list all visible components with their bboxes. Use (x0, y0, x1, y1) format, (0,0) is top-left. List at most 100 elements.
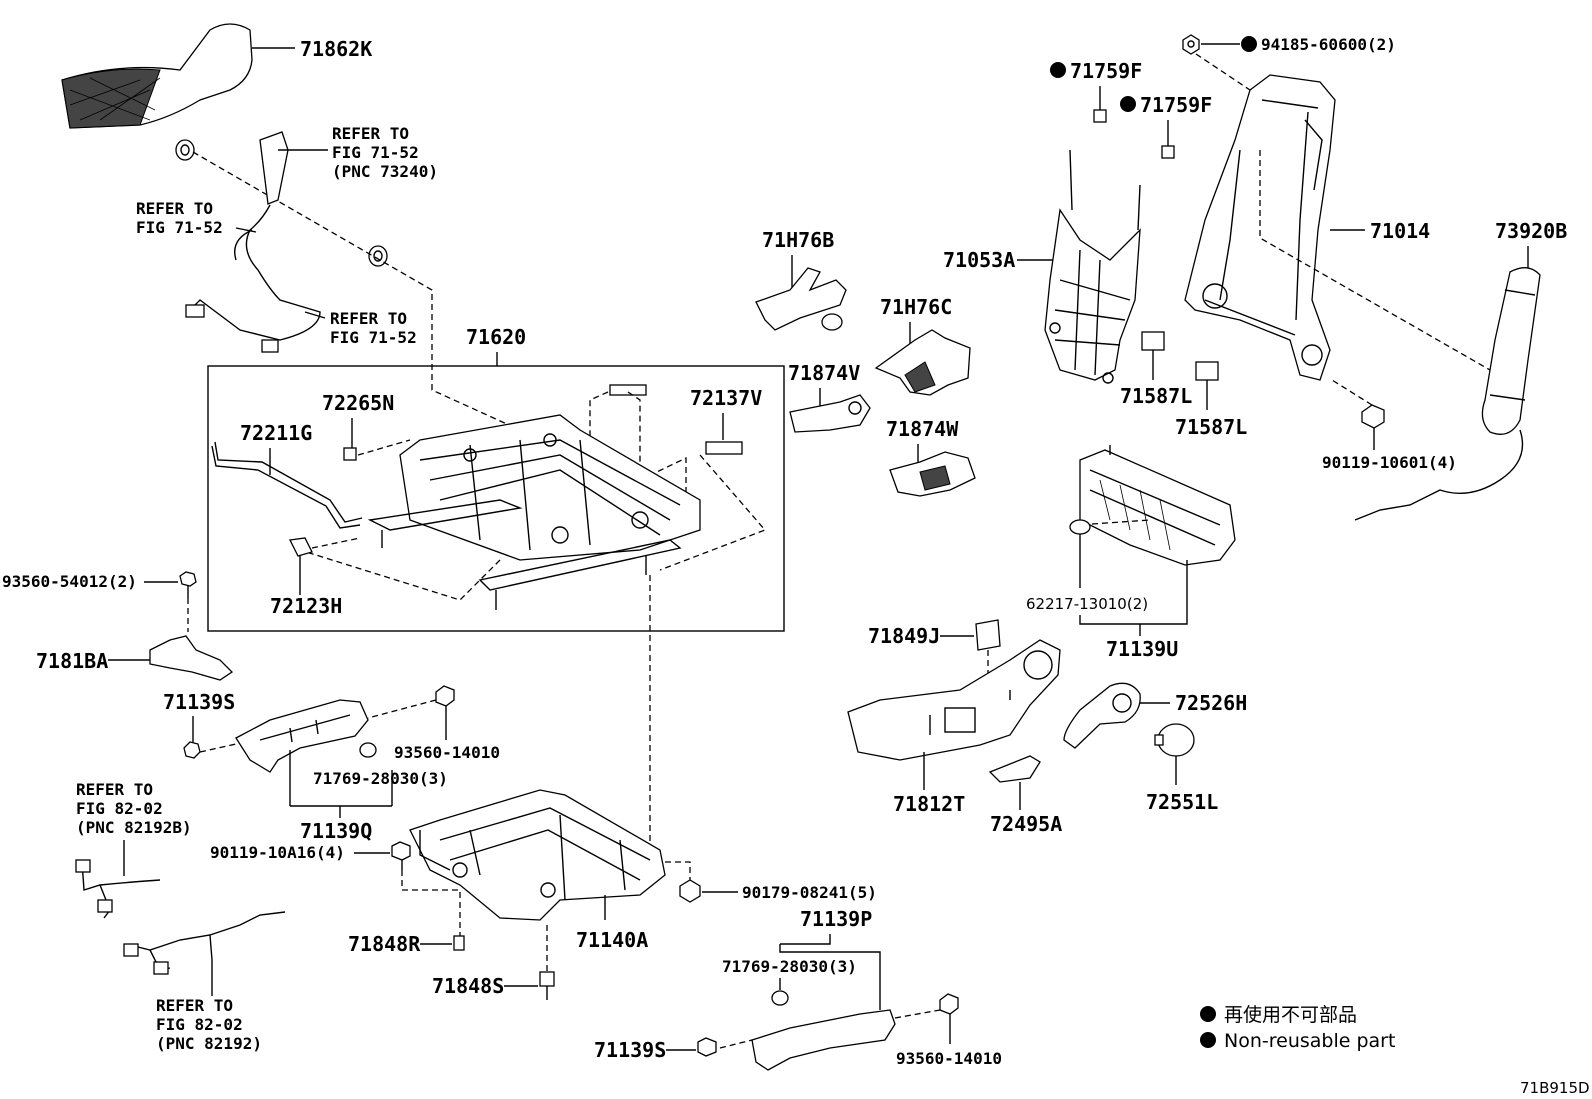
clip-71769-b (771, 990, 789, 1006)
bracket-71H76C (874, 329, 971, 396)
seatbelt-buckle (185, 131, 321, 353)
svg-text:FIG 82-02: FIG 82-02 (76, 799, 163, 818)
bolt-71848S (539, 971, 555, 1000)
cover-71139U (1079, 445, 1236, 566)
svg-text:REFER TO: REFER TO (156, 996, 233, 1015)
label-71848R: 71848R (348, 932, 421, 956)
label-71014: 71014 (1370, 219, 1430, 243)
svg-text:FIG 71-52: FIG 71-52 (330, 328, 417, 347)
label-73920B: 73920B (1495, 219, 1567, 243)
clip-71587L-a (1141, 331, 1165, 351)
bolt-71139S-a (183, 741, 201, 759)
svg-text:(PNC 82192): (PNC 82192) (156, 1034, 262, 1053)
clip-72123H (289, 537, 313, 557)
cap-72551L (1154, 723, 1195, 757)
label-72211G: 72211G (240, 421, 312, 445)
bolt-71848R (453, 935, 465, 951)
label-7181BA: 7181BA (36, 649, 108, 673)
nut-94185 (1182, 34, 1200, 55)
label-71139P: 71139P (800, 907, 872, 931)
refer-b: REFER TO FIG 71-52 (136, 199, 223, 237)
refer-c: REFER TO FIG 71-52 (330, 309, 417, 347)
washer-mid (368, 245, 388, 267)
label-71139Q: 71139Q (300, 819, 372, 843)
bracket-71H76B (755, 267, 847, 331)
label-71848S: 71848S (432, 974, 504, 998)
bolt-93560-14010-b (939, 993, 959, 1024)
harness-82192 (123, 911, 286, 975)
legend-english: Non-reusable part (1224, 1030, 1395, 1052)
bracket-7181BA (149, 635, 234, 681)
shield-71812T (847, 639, 1061, 761)
refer-a: REFER TO FIG 71-52 (PNC 73240) (332, 124, 438, 181)
cover-72137V (705, 441, 743, 455)
label-71874W: 71874W (886, 417, 959, 441)
label-71139S-a: 71139S (163, 690, 235, 714)
refer-e: REFER TO FIG 82-02 (PNC 82192) (156, 996, 262, 1053)
label-71759F-b: 71759F (1140, 93, 1212, 117)
label-93560-54012: 93560-54012(2) (2, 572, 137, 591)
label-71139U: 71139U (1106, 637, 1178, 661)
label-71587L-b: 71587L (1175, 415, 1247, 439)
label-71769-28030-b: 71769-28030(3) (722, 957, 857, 976)
svg-text:(PNC 73240): (PNC 73240) (332, 162, 438, 181)
label-72265N: 72265N (322, 391, 394, 415)
cap-71849J (975, 619, 1001, 651)
label-90119-10601: 90119-10601(4) (1322, 453, 1457, 472)
cover-71139P (751, 1009, 896, 1071)
label-72551L: 72551L (1146, 790, 1218, 814)
label-72137V: 72137V (690, 386, 762, 410)
bolt-93560-54012 (179, 571, 197, 598)
label-71812T: 71812T (893, 792, 965, 816)
label-71587L-a: 71587L (1120, 384, 1192, 408)
label-93560-14010-b: 93560-14010 (896, 1049, 1002, 1068)
label-62217: 62217-13010(2) (1026, 595, 1148, 613)
refer-d: REFER TO FIG 82-02 (PNC 82192B) (76, 780, 192, 837)
label-71H76C: 71H76C (880, 295, 952, 319)
legend-dot-1 (1200, 1006, 1216, 1022)
label-71862K: 71862K (300, 37, 372, 61)
svg-text:FIG 71-52: FIG 71-52 (136, 218, 223, 237)
bolt-71139S-b (697, 1037, 717, 1057)
nonreusable-dot (1050, 62, 1066, 78)
label-71759F-a: 71759F (1070, 59, 1142, 83)
frame-71140A (409, 789, 666, 921)
label-71620: 71620 (466, 325, 526, 349)
clip-71759F-a (1093, 109, 1107, 123)
harness-82192B (75, 859, 161, 919)
legend-dot-2 (1200, 1032, 1216, 1048)
spring-71053A (1044, 149, 1141, 384)
clip-top-right (609, 384, 647, 396)
label-72526H: 72526H (1175, 691, 1247, 715)
clip-62217 (1069, 519, 1091, 545)
label-71139S-b: 71139S (594, 1038, 666, 1062)
washer-top (175, 139, 195, 161)
svg-text:FIG 71-52: FIG 71-52 (332, 143, 419, 162)
label-71874V: 71874V (788, 361, 860, 385)
frame-71014 (1184, 74, 1336, 381)
bolt-93560-14010-a (435, 685, 455, 716)
clip-71587L-b (1195, 361, 1219, 381)
label-94185: 94185-60600(2) (1261, 35, 1396, 54)
label-71053A: 71053A (943, 248, 1015, 272)
nonreusable-dot (1120, 96, 1136, 112)
clip-71759F-b (1161, 145, 1175, 159)
label-90179: 90179-08241(5) (742, 883, 877, 902)
clip-71769-a (359, 742, 377, 758)
label-71H76B: 71H76B (762, 228, 834, 252)
bolt-90119-10A16 (391, 841, 411, 870)
rod-72211G (214, 441, 363, 523)
nonreusable-dot (1241, 36, 1257, 52)
lever-72526H (1063, 682, 1141, 749)
label-71769-28030-a: 71769-28030(3) (313, 769, 448, 788)
seat-track-frame (367, 414, 701, 610)
svg-text:(PNC 82192B): (PNC 82192B) (76, 818, 192, 837)
part-71862K-cover[interactable] (61, 23, 253, 129)
cover-71139Q (235, 699, 369, 773)
legend-japanese: 再使用不可部品 (1224, 1004, 1357, 1026)
label-71140A: 71140A (576, 928, 648, 952)
label-72123H: 72123H (270, 594, 342, 618)
label-71849J: 71849J (868, 624, 940, 648)
airbag-73920B (1354, 267, 1541, 521)
